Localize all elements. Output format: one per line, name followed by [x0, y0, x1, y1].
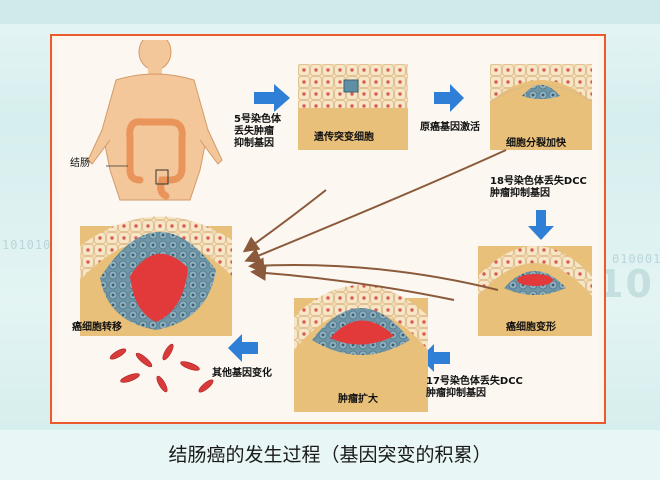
figure-canvas: 结肠 5号染色体 丢失肿瘤 抑制基因 遗传突变细胞 原癌基因激活 细胞分裂加快 … [58, 40, 598, 418]
label-step1-chromosome5: 5号染色体 丢失肿瘤 抑制基因 [234, 114, 281, 149]
slide-bottom-band [0, 430, 660, 480]
binary-decoration-right: 010001 [612, 252, 660, 266]
binary-decoration-left: 1010100 [2, 238, 60, 252]
label-cancer-cells: 癌细胞变形 [506, 322, 556, 333]
label-mutant-cell: 遗传突变细胞 [314, 132, 374, 143]
label-colon: 结肠 [70, 158, 90, 169]
panel-tumor-growth [294, 285, 428, 412]
figure-illustration [80, 40, 593, 412]
label-step3-chromosome18: 18号染色体丢失DCC 肿瘤抑制基因 [490, 176, 587, 199]
human-body-illustration [87, 40, 223, 201]
label-tumor-growth: 肿瘤扩大 [338, 394, 378, 405]
label-cell-division: 细胞分裂加快 [506, 138, 566, 149]
panel-cancer-cells [478, 246, 592, 336]
slide-top-band [0, 0, 660, 24]
label-metastasis: 癌细胞转移 [72, 322, 122, 333]
convergence-arrows [242, 149, 507, 301]
label-step2-oncogene: 原癌基因激活 [420, 122, 480, 133]
figure-frame: 结肠 5号染色体 丢失肿瘤 抑制基因 遗传突变细胞 原癌基因激活 细胞分裂加快 … [50, 34, 606, 424]
slide-caption: 结肠癌的发生过程（基因突变的积累） [168, 444, 492, 466]
panel-metastasis [80, 216, 232, 393]
panel-cell-division [489, 64, 593, 150]
label-step5-other-genes: 其他基因变化 [212, 368, 272, 379]
label-step4-chromosome17: 17号染色体丢失DCC 肿瘤抑制基因 [426, 376, 523, 399]
panel-mutant-cell [298, 64, 408, 150]
